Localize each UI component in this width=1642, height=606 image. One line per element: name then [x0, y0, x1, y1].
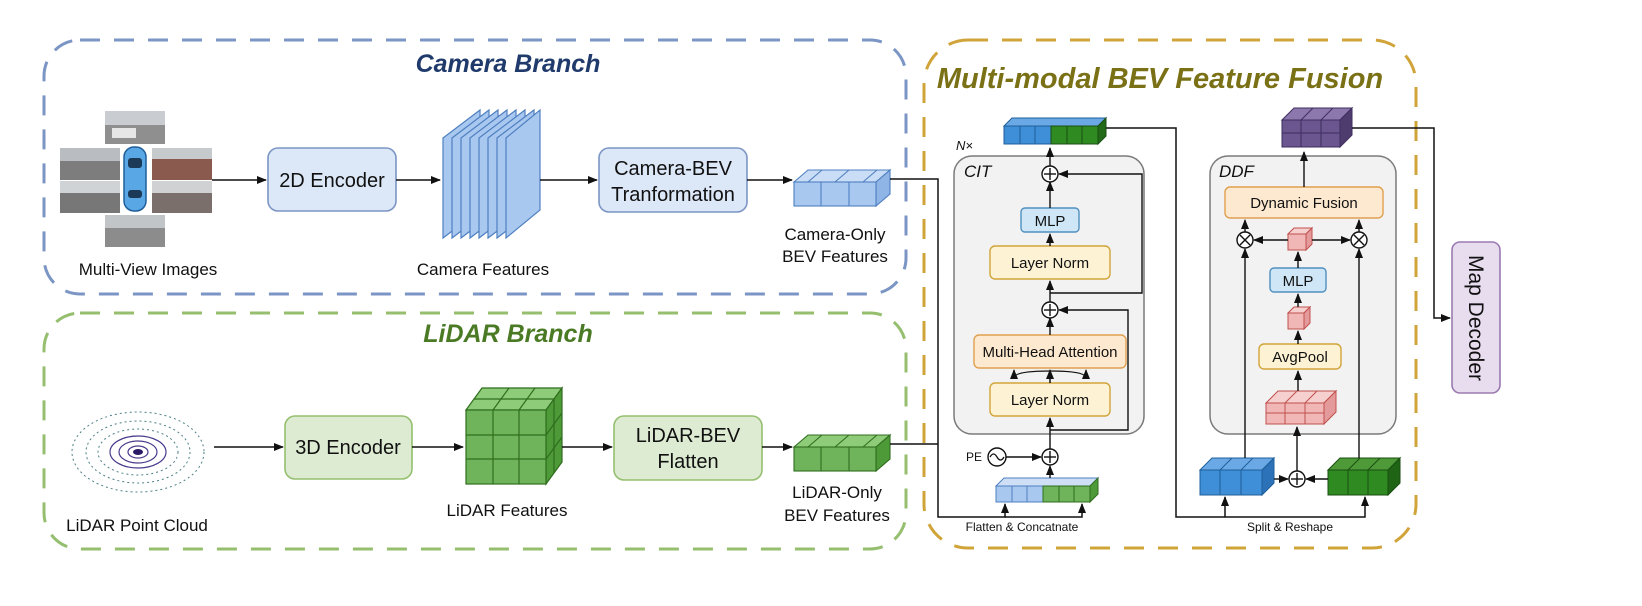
residual-skip-2	[1050, 170, 1143, 294]
3d-encoder-label: 3D Encoder	[295, 437, 401, 459]
split-reshape-label: Split & Reshape	[1247, 520, 1333, 534]
ddf-green-split-cube	[1326, 456, 1402, 497]
ddf-pool-vector	[1286, 305, 1312, 331]
ddf-multiply-node-right	[1350, 231, 1368, 249]
connector-concat-to-lidar-token	[1005, 503, 1086, 518]
lidar-branch-title: LiDAR Branch	[423, 320, 592, 348]
lidar-only-bev-line2: BEV Features	[784, 506, 890, 525]
fusion-frame	[922, 38, 1418, 550]
map-decoder-label: Map Decoder	[1464, 255, 1487, 381]
camera-only-bev-line1: Camera-Only	[784, 225, 886, 244]
lidar-bev-features-cube	[792, 433, 892, 473]
cit-mlp-label: MLP	[1035, 213, 1066, 230]
fused-bev-cube	[1280, 106, 1354, 149]
camera-only-bev-line2: BEV Features	[782, 247, 888, 266]
avgpool-label: AvgPool	[1272, 349, 1328, 366]
residual-add-node-1	[1041, 301, 1059, 319]
ddf-pink-cube	[1264, 389, 1338, 426]
camera-branch-title: Camera Branch	[416, 50, 601, 78]
map-decoder-box	[1451, 241, 1501, 394]
residual-add-node-2	[1041, 165, 1059, 183]
ddf-mlp-label: MLP	[1283, 273, 1314, 290]
camera-bev-features-cube	[792, 168, 892, 208]
connector-cit-to-ddf	[1106, 127, 1225, 518]
pe-add-node	[1041, 448, 1059, 466]
pe-label: PE	[966, 450, 982, 464]
camera-bev-transform-line1: Camera-BEV	[614, 158, 732, 180]
ddf-blue-split-cube	[1198, 456, 1276, 497]
cit-output-tokens	[1002, 116, 1108, 146]
concat-token-strip	[994, 476, 1100, 504]
2d-encoder-label: 2D Encoder	[279, 170, 385, 192]
ego-car-icon	[123, 146, 147, 212]
multi-view-images-label: Multi-View Images	[79, 260, 218, 279]
connector-split-to-green	[1225, 496, 1369, 518]
connector-camera-bev-to-fusion	[890, 178, 1009, 518]
lidar-only-bev-line1: LiDAR-Only	[792, 483, 882, 502]
connector-fused-to-decoder	[1352, 127, 1451, 322]
lidar-point-cloud-label: LiDAR Point Cloud	[66, 516, 208, 535]
avgpool-box	[1258, 343, 1342, 370]
mha-label: Multi-Head Attention	[982, 344, 1117, 361]
multi-view-images	[60, 111, 212, 247]
layer-norm-top-label: Layer Norm	[1011, 255, 1089, 272]
repeat-n-label: N×	[956, 138, 973, 153]
ddf-add-node	[1288, 470, 1306, 488]
flatten-concat-label: Flatten & Concatnate	[966, 520, 1079, 534]
lidar-bev-flatten-box	[613, 415, 763, 481]
lidar-bev-flatten-line1: LiDAR-BEV	[636, 425, 741, 447]
camera-features-stack	[442, 108, 541, 240]
camera-features-label: Camera Features	[417, 260, 549, 279]
camera-bev-transform-line2: Tranformation	[611, 184, 735, 206]
camera-branch-frame	[42, 38, 908, 296]
lidar-bev-flatten-line2: Flatten	[657, 451, 718, 473]
residual-skip-1	[1050, 306, 1129, 431]
fusion-title: Multi-modal BEV Feature Fusion	[937, 63, 1383, 95]
dynamic-fusion-label: Dynamic Fusion	[1250, 195, 1358, 212]
lidar-features-cube	[464, 386, 564, 486]
lidar-features-label: LiDAR Features	[447, 501, 568, 520]
layer-norm-bottom-label: Layer Norm	[1011, 392, 1089, 409]
ddf-multiply-node-left	[1236, 231, 1254, 249]
ddf-weight-vector	[1286, 226, 1314, 252]
ddf-label: DDF	[1219, 162, 1256, 181]
cit-label: CIT	[964, 162, 993, 181]
lidar-branch-frame	[42, 311, 908, 551]
pe-sinusoid-icon	[987, 447, 1007, 467]
lidar-point-cloud	[60, 392, 214, 502]
